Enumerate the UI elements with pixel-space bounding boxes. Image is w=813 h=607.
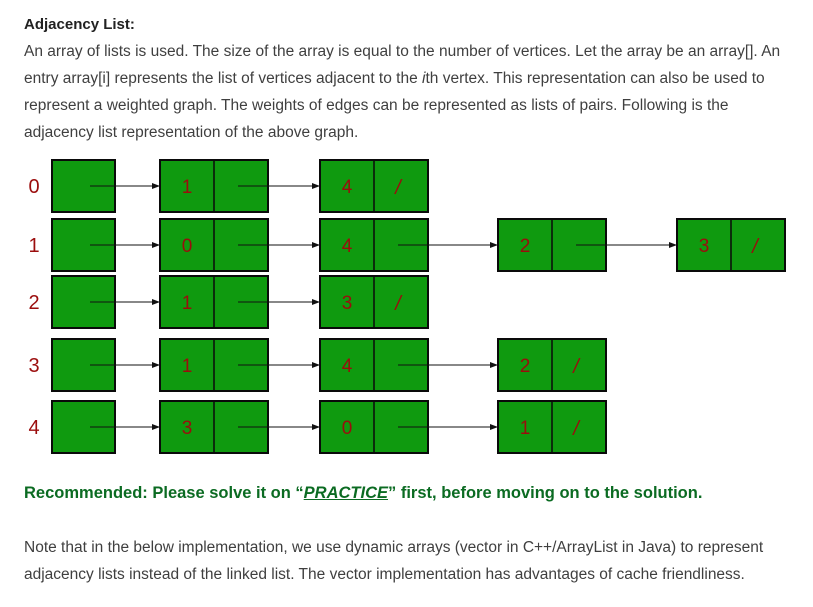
intro-text-1: An array of lists is used. The size of t… xyxy=(24,43,781,87)
node-value-0: 0 xyxy=(342,418,353,439)
recommended-prefix: Recommended: Please solve it on “ xyxy=(24,484,304,502)
node-value-1: 1 xyxy=(520,418,531,439)
intro-ith: i xyxy=(422,70,426,87)
recommended-suffix: ” first, before moving on to the solutio… xyxy=(388,484,703,502)
node-value-2: 2 xyxy=(520,236,531,257)
vertex-label-3: 3 xyxy=(28,355,39,377)
null-marker: / xyxy=(393,293,403,315)
node-value-4: 4 xyxy=(342,177,353,198)
vertex-label-2: 2 xyxy=(28,292,39,314)
null-marker: / xyxy=(571,356,581,378)
recommended-note: Recommended: Please solve it on “PRACTIC… xyxy=(24,484,702,503)
null-marker: / xyxy=(393,177,403,199)
adjacency-list-diagram: 0 1 4 / 1 0 4 2 3 / 2 1 3 / 3 1 4 2 / 4 3 0 1 / xyxy=(28,159,786,454)
node-value-1: 1 xyxy=(182,293,193,314)
practice-link[interactable]: PRACTICE xyxy=(303,484,389,502)
implementation-note: Note that in the below implementation, w… xyxy=(24,539,764,583)
vertex-label-1: 1 xyxy=(28,235,39,257)
vertex-label-4: 4 xyxy=(28,417,39,439)
intro-paragraph: An array of lists is used. The size of t… xyxy=(24,38,794,146)
node-value-1: 1 xyxy=(182,177,193,198)
node-value-1: 1 xyxy=(182,356,193,377)
section-heading: Adjacency List: xyxy=(24,16,135,33)
node-value-3: 3 xyxy=(699,236,710,257)
node-value-3: 3 xyxy=(182,418,193,439)
node-value-0: 0 xyxy=(182,236,193,257)
null-marker: / xyxy=(571,418,581,440)
node-value-3: 3 xyxy=(342,293,353,314)
node-value-2: 2 xyxy=(520,356,531,377)
node-value-4: 4 xyxy=(342,356,353,377)
null-marker: / xyxy=(750,236,760,258)
node-value-4: 4 xyxy=(342,236,353,257)
intro-text-2: th vertex. This representation can also … xyxy=(24,70,765,141)
vertex-label-0: 0 xyxy=(28,176,39,198)
